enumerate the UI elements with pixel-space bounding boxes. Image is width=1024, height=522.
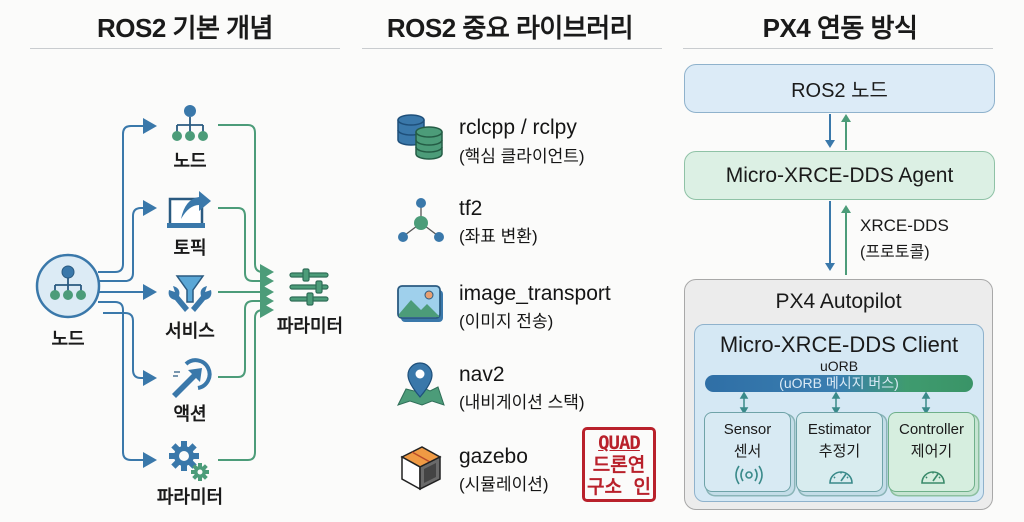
ros2-agent-arrows	[825, 114, 851, 150]
gauge-icon	[829, 471, 853, 484]
gauge-icon	[921, 471, 945, 484]
connector-to-node	[98, 118, 157, 273]
libraries-title: ROS2 중요 라이브러리	[386, 13, 634, 43]
module-estimator-en: Estimator	[807, 421, 872, 438]
lib-image-transport-name: image_transport	[459, 282, 611, 305]
concept-node-label: 노드	[173, 151, 207, 171]
cube-box-icon	[400, 446, 442, 491]
database-icon	[397, 114, 443, 160]
uorb-bus	[705, 375, 973, 392]
connector-topic-to-target	[218, 207, 274, 289]
connector-to-topic	[98, 200, 157, 282]
transform-tree-icon	[398, 198, 444, 242]
px4-title: PX4 연동 방식	[762, 13, 918, 43]
map-pin-icon	[397, 362, 445, 406]
lib-rclcpp-name: rclcpp / rclpy	[459, 116, 577, 139]
lib-tf2-desc: (좌표 변환)	[459, 227, 538, 246]
lib-gazebo-desc: (시뮬레이션)	[459, 475, 549, 494]
protocol-desc: (프로토콜)	[860, 244, 930, 261]
node-hierarchy-icon	[172, 105, 208, 141]
lib-gazebo-name: gazebo	[459, 445, 528, 468]
concepts-connectors	[98, 118, 274, 468]
module-controller-en: Controller	[898, 421, 965, 438]
center-node-icon	[35, 253, 101, 319]
module-estimator: Estimator 추정기	[796, 412, 883, 492]
px4-divider	[683, 48, 993, 49]
connector-node-to-target	[218, 124, 274, 280]
image-icon	[397, 285, 443, 322]
concept-parameter-label: 파라미터	[156, 487, 224, 507]
ros2-node-box: ROS2 노드	[684, 64, 995, 113]
lib-tf2-name: tf2	[459, 197, 483, 220]
module-controller: Controller 제어기	[888, 412, 975, 492]
uorb-bus-label: (uORB 메시지 버스)	[779, 375, 899, 391]
connector-to-parameter	[98, 301, 157, 468]
action-arrow-icon	[172, 358, 212, 398]
ros2-node-label: ROS2 노드	[791, 80, 888, 102]
signal-icon	[735, 465, 763, 485]
topic-publish-icon	[167, 191, 211, 228]
module-sensor: Sensor 센서	[704, 412, 791, 492]
sliders-icon	[289, 268, 329, 306]
protocol-label: XRCE-DDS	[860, 216, 949, 235]
center-node-label: 노드	[51, 329, 85, 349]
service-funnel-wrench-icon	[168, 275, 212, 312]
connector-to-action	[103, 312, 157, 386]
target-parameter-label: 파라미터	[276, 316, 344, 336]
concepts-divider	[30, 48, 340, 49]
module-sensor-en: Sensor	[723, 421, 772, 438]
lib-rclcpp-desc: (핵심 클라이언트)	[459, 147, 585, 166]
concept-service-label: 서비스	[165, 321, 215, 341]
bus-module-arrows	[739, 391, 931, 415]
lib-nav2-name: nav2	[459, 363, 505, 386]
concept-topic-label: 토픽	[173, 238, 207, 258]
concept-action-label: 액션	[173, 404, 207, 424]
module-estimator-ko: 추정기	[818, 443, 861, 460]
concepts-title: ROS2 기본 개념	[97, 13, 273, 43]
parameter-gears-icon	[169, 441, 209, 481]
module-controller-ko: 제어기	[910, 443, 953, 460]
uorb-label: uORB	[819, 358, 859, 374]
client-label: Micro-XRCE-DDS Client	[719, 332, 959, 357]
lib-image-transport-desc: (이미지 전송)	[459, 312, 554, 331]
libraries-divider	[362, 48, 662, 49]
connector-param-to-target	[218, 302, 274, 461]
autopilot-label: PX4 Autopilot	[775, 290, 902, 313]
lib-nav2-desc: (내비게이션 스택)	[459, 393, 585, 412]
stamp-line2: 드론연	[592, 454, 646, 476]
stamp-line1: QUAD	[598, 432, 641, 454]
agent-autopilot-arrows	[825, 201, 851, 275]
connector-action-to-target	[218, 293, 274, 378]
seal-stamp: QUAD 드론연 구소 인	[582, 427, 656, 502]
stamp-line3: 구소 인	[587, 476, 651, 498]
agent-box: Micro-XRCE-DDS Agent	[684, 151, 995, 200]
module-sensor-ko: 센서	[733, 443, 762, 460]
agent-label: Micro-XRCE-DDS Agent	[725, 163, 954, 187]
